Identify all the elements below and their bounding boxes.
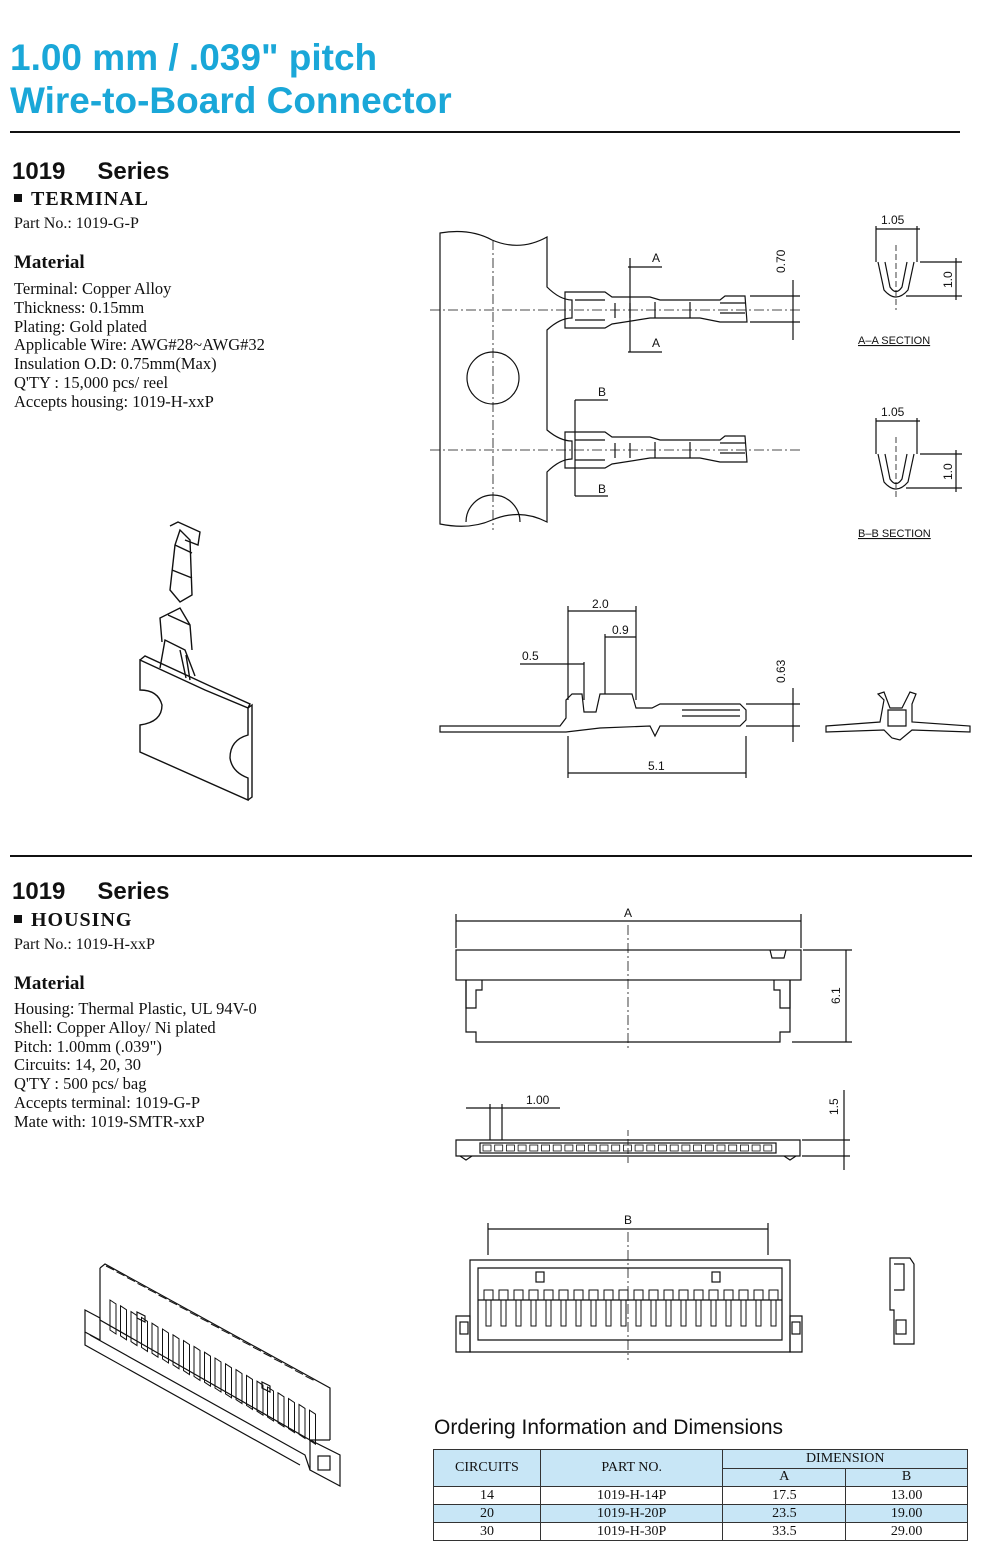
ordering-title: Ordering Information and Dimensions bbox=[434, 1416, 784, 1439]
series-number: 1019 bbox=[12, 158, 66, 185]
aa-section-label: A–A SECTION bbox=[858, 335, 930, 347]
terminal-material-list: Terminal: Copper Alloy Thickness: 0.15mm… bbox=[14, 279, 265, 412]
dim-10-b: 1.0 bbox=[941, 463, 955, 480]
housing-heading-text: HOUSING bbox=[31, 909, 133, 931]
housing-material-list: Housing: Thermal Plastic, UL 94V-0 Shell… bbox=[14, 999, 257, 1132]
dim-105-a: 1.05 bbox=[881, 213, 905, 227]
housing-part-number: Part No.: 1019-H-xxP bbox=[14, 936, 155, 953]
dim-100: 1.00 bbox=[526, 1093, 550, 1107]
cell-circuits: 30 bbox=[433, 1522, 541, 1541]
series-word: Series bbox=[97, 878, 170, 905]
dim-61: 6.1 bbox=[829, 987, 843, 1004]
material-item: Mate with: 1019-SMTR-xxP bbox=[14, 1111, 205, 1131]
section-a-label: A bbox=[652, 336, 660, 350]
terminal-reel-drawing: A A B B 0.70 bbox=[430, 230, 800, 530]
section-b-label: B bbox=[598, 385, 606, 399]
housing-material-heading: Material bbox=[14, 973, 85, 994]
ordering-table: CIRCUITS PART NO. DIMENSION A B 14 1019-… bbox=[433, 1449, 968, 1541]
page-title: 1.00 mm / .039" pitch Wire-to-Board Conn… bbox=[10, 36, 452, 122]
square-bullet-icon bbox=[14, 194, 22, 202]
cell-part-no: 1019-H-14P bbox=[539, 1486, 724, 1505]
cell-circuits: 14 bbox=[433, 1486, 541, 1505]
dim-09: 0.9 bbox=[612, 623, 629, 637]
dim-51: 5.1 bbox=[648, 759, 665, 773]
terminal-material-heading: Material bbox=[14, 252, 85, 273]
section-a-label: A bbox=[652, 251, 660, 265]
cell-part-no: 1019-H-30P bbox=[539, 1522, 724, 1541]
bb-section-label: B–B SECTION bbox=[858, 528, 931, 540]
material-item: Plating: Gold plated bbox=[14, 316, 147, 336]
material-item: Q'TY : 500 pcs/ bag bbox=[14, 1074, 147, 1094]
material-item: Applicable Wire: AWG#28~AWG#32 bbox=[14, 335, 265, 355]
cell-circuits: 20 bbox=[433, 1504, 541, 1523]
cell-dim-a: 17.5 bbox=[722, 1486, 847, 1505]
dim-20: 2.0 bbox=[592, 597, 609, 611]
dim-05: 0.5 bbox=[522, 649, 539, 663]
col-header-b: B bbox=[845, 1467, 968, 1487]
col-header-a: A bbox=[722, 1467, 847, 1487]
table-row: 20 1019-H-20P 23.5 19.00 bbox=[433, 1504, 968, 1523]
terminal-part-number: Part No.: 1019-G-P bbox=[14, 215, 139, 232]
cell-dim-a: 33.5 bbox=[722, 1522, 847, 1541]
title-line-2: Wire-to-Board Connector bbox=[10, 80, 452, 121]
material-item: Q'TY : 15,000 pcs/ reel bbox=[14, 372, 169, 392]
series-number: 1019 bbox=[12, 878, 66, 905]
material-item: Terminal: Copper Alloy bbox=[14, 279, 172, 298]
material-item: Insulation O.D: 0.75mm(Max) bbox=[14, 354, 217, 374]
material-item: Thickness: 0.15mm bbox=[14, 297, 145, 317]
material-item: Accepts terminal: 1019-G-P bbox=[14, 1092, 201, 1112]
cell-dim-b: 13.00 bbox=[845, 1486, 968, 1505]
dim-15: 1.5 bbox=[827, 1098, 841, 1115]
material-item: Pitch: 1.00mm (.039") bbox=[14, 1036, 162, 1056]
terminal-sections-drawing: 1.05 1.0 A–A SECTION 1.05 1.0 B–B SECTIO… bbox=[858, 213, 962, 540]
col-header-dimension: DIMENSION bbox=[722, 1449, 968, 1469]
cell-dim-b: 29.00 bbox=[845, 1522, 968, 1541]
terminal-side-drawing: 2.0 0.9 0.5 0.63 5.1 bbox=[439, 597, 800, 778]
dim-063: 0.63 bbox=[774, 659, 788, 683]
material-item: Housing: Thermal Plastic, UL 94V-0 bbox=[14, 999, 257, 1018]
dim-a: A bbox=[624, 906, 632, 920]
divider-top bbox=[10, 131, 960, 133]
housing-subheading: HOUSING bbox=[14, 909, 132, 932]
dim-070: 0.70 bbox=[774, 249, 788, 273]
material-item: Circuits: 14, 20, 30 bbox=[14, 1055, 141, 1075]
cell-part-no: 1019-H-20P bbox=[539, 1504, 724, 1523]
dim-10-a: 1.0 bbox=[941, 271, 955, 288]
section-b-label: B bbox=[598, 482, 606, 496]
dim-105-b: 1.05 bbox=[881, 405, 905, 419]
cell-dim-b: 19.00 bbox=[845, 1504, 968, 1523]
cell-dim-a: 23.5 bbox=[722, 1504, 847, 1523]
material-item: Shell: Copper Alloy/ Ni plated bbox=[14, 1017, 216, 1037]
table-row: 30 1019-H-30P 33.5 29.00 bbox=[433, 1522, 968, 1541]
terminal-front-drawing bbox=[825, 691, 971, 741]
divider-middle bbox=[10, 855, 972, 857]
col-header-part-no: PART NO. bbox=[539, 1449, 724, 1487]
square-bullet-icon bbox=[14, 915, 22, 923]
series-word: Series bbox=[97, 158, 170, 185]
terminal-iso-drawing bbox=[139, 521, 253, 802]
table-row: 14 1019-H-14P 17.5 13.00 bbox=[433, 1486, 968, 1505]
terminal-heading-text: TERMINAL bbox=[31, 188, 150, 210]
title-line-1: 1.00 mm / .039" pitch bbox=[10, 37, 378, 78]
terminal-subheading: TERMINAL bbox=[14, 188, 149, 211]
terminal-series-heading: 1019 Series bbox=[12, 158, 169, 186]
material-item: Accepts housing: 1019-H-xxP bbox=[14, 391, 214, 411]
housing-series-heading: 1019 Series bbox=[12, 878, 169, 906]
dim-b: B bbox=[624, 1213, 632, 1227]
col-header-circuits: CIRCUITS bbox=[433, 1449, 541, 1487]
